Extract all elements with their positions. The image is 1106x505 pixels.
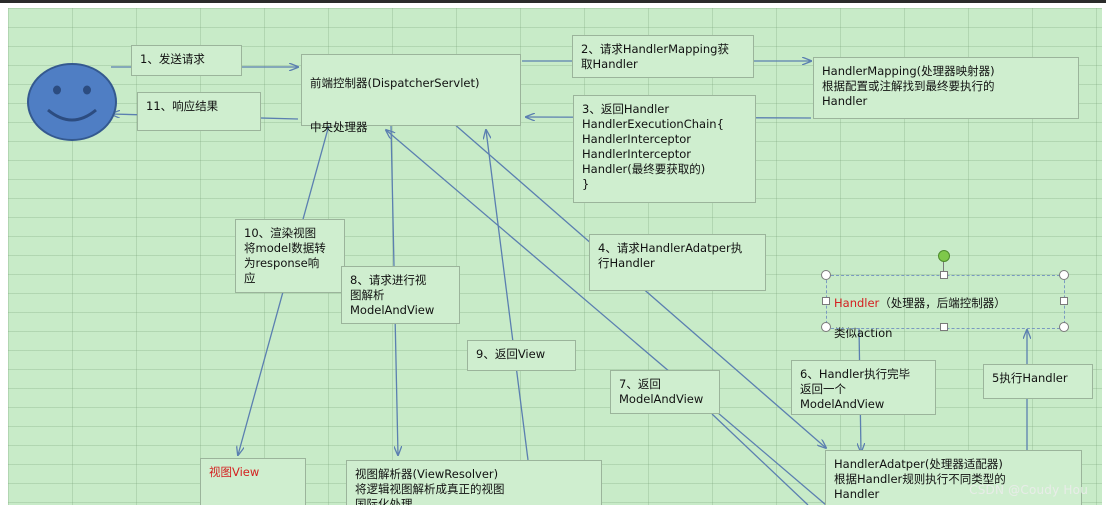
step9-return-view: 9、返回View <box>467 340 576 371</box>
diagram-canvas: 1、发送请求 11、响应结果 前端控制器(DispatcherServlet) … <box>8 8 1102 505</box>
line-to-adapter <box>711 413 809 505</box>
step2-label: 2、请求HandlerMapping获 取Handler <box>581 42 729 71</box>
resize-handle-bottom[interactable] <box>940 323 948 331</box>
step11-label: 11、响应结果 <box>146 99 219 113</box>
arrow-return-modelandview <box>386 130 827 505</box>
step6-label: 6、Handler执行完毕 返回一个 ModelAndView <box>800 367 911 411</box>
step3-label: 3、返回Handler HandlerExecutionChain{ Handl… <box>582 102 724 191</box>
handler-title: Handler <box>834 296 880 310</box>
step1-label: 1、发送请求 <box>140 52 205 66</box>
smiley-face-icon <box>27 63 117 141</box>
handler-mapping-label: HandlerMapping(处理器映射器) 根据配置或注解找到最终要执行的 H… <box>822 64 995 108</box>
rotate-handle[interactable] <box>938 250 950 262</box>
handler-adapter-box: HandlerAdatper(处理器适配器) 根据Handler规则执行不同类型… <box>825 450 1082 505</box>
step4-request-adapter: 4、请求HandlerAdatper执 行Handler <box>589 234 766 291</box>
step3-return-handler: 3、返回Handler HandlerExecutionChain{ Handl… <box>573 95 756 203</box>
step2-request-mapping: 2、请求HandlerMapping获 取Handler <box>572 35 754 78</box>
step8-label: 8、请求进行视 图解析 ModelAndView <box>350 273 435 317</box>
resize-handle-bottom-right[interactable] <box>1059 322 1069 332</box>
resize-handle-left[interactable] <box>822 297 830 305</box>
step5-label: 5执行Handler <box>992 371 1068 385</box>
step9-label: 9、返回View <box>476 347 546 361</box>
view-resolver-label: 视图解析器(ViewResolver) 将逻辑视图解析成真正的视图 国际化处理 <box>355 467 505 505</box>
handler-box[interactable]: Handler（处理器，后端控制器） 类似action <box>826 275 1063 340</box>
step7-label: 7、返回 ModelAndView <box>619 377 704 406</box>
handler-desc: （处理器，后端控制器） <box>879 296 1006 310</box>
view-label: 视图View <box>209 465 260 479</box>
step10-label: 10、渲染视图 将model数据转 为response响 应 <box>244 226 326 285</box>
resize-handle-top-left[interactable] <box>821 270 831 280</box>
rotate-stem <box>943 258 944 272</box>
view-box: 视图View <box>200 458 306 505</box>
handler-mapping-box: HandlerMapping(处理器映射器) 根据配置或注解找到最终要执行的 H… <box>813 57 1079 119</box>
step10-render-view: 10、渲染视图 将model数据转 为response响 应 <box>235 219 345 293</box>
dispatcher-subtitle: 中央处理器 <box>310 120 368 134</box>
view-resolver-box: 视图解析器(ViewResolver) 将逻辑视图解析成真正的视图 国际化处理 <box>346 460 602 505</box>
step6-handler-done: 6、Handler执行完毕 返回一个 ModelAndView <box>791 360 936 415</box>
dispatcher-title: 前端控制器(DispatcherServlet) <box>310 76 480 90</box>
step4-label: 4、请求HandlerAdatper执 行Handler <box>598 241 743 270</box>
step1-send-request: 1、发送请求 <box>131 45 242 76</box>
step5-execute-handler: 5执行Handler <box>983 364 1093 399</box>
resize-handle-top-right[interactable] <box>1059 270 1069 280</box>
arrow-return-view <box>486 130 529 461</box>
step8-view-resolve: 8、请求进行视 图解析 ModelAndView <box>341 266 460 324</box>
top-border <box>0 0 1106 3</box>
resize-handle-bottom-left[interactable] <box>821 322 831 332</box>
resize-handle-top[interactable] <box>940 271 948 279</box>
handler-adapter-label: HandlerAdatper(处理器适配器) 根据Handler规则执行不同类型… <box>834 457 1006 501</box>
dispatcher-servlet-box: 前端控制器(DispatcherServlet) 中央处理器 <box>301 54 521 134</box>
watermark: CSDN @Coudy Hou <box>969 483 1088 497</box>
handler-similar: 类似action <box>834 326 893 340</box>
step11-response: 11、响应结果 <box>137 92 261 131</box>
resize-handle-right[interactable] <box>1060 297 1068 305</box>
selection-frame <box>826 275 1065 329</box>
step7-return-modelandview: 7、返回 ModelAndView <box>610 370 720 414</box>
